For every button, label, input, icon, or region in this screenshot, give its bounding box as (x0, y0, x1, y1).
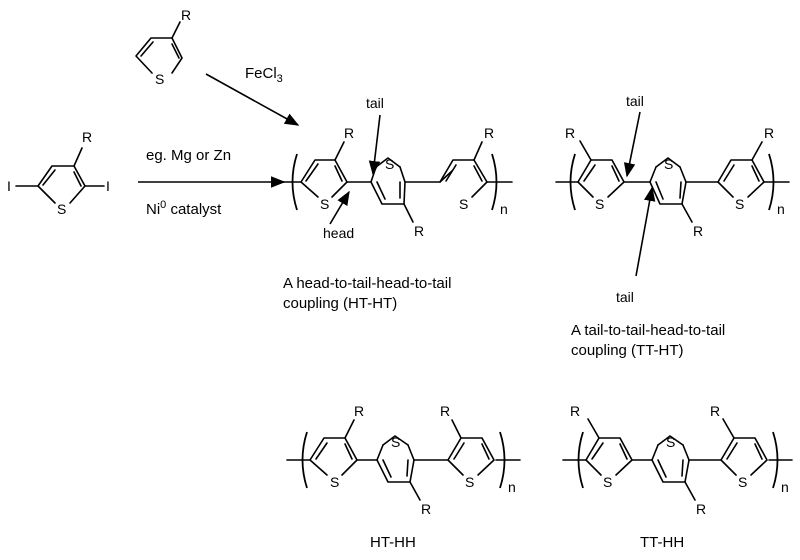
atom-s: S (603, 474, 612, 490)
atom-s: S (595, 196, 604, 212)
reagent-mg-zn: eg. Mg or Zn (146, 147, 231, 164)
atom-r: R (696, 501, 706, 517)
atom-s: S (666, 434, 675, 450)
atom-s: S (465, 474, 474, 490)
caption-tt-ht-line1: A tail-to-tail-head-to-tail (571, 322, 725, 339)
polymer-ht-hh: R S S R S R n (286, 403, 521, 517)
atom-s: S (664, 156, 673, 172)
atom-r: R (440, 403, 450, 419)
reagent-ni-catalyst: Ni0 catalyst (146, 199, 222, 218)
caption-tt-hh: TT-HH (640, 534, 684, 551)
atom-r: R (82, 129, 92, 145)
repeat-n: n (500, 201, 508, 217)
caption-ht-ht-line2: coupling (HT-HT) (283, 295, 397, 312)
atom-r: R (710, 403, 720, 419)
atom-i-left: I (7, 178, 11, 194)
monomer-diiodo-thiophene: R S I I (7, 129, 110, 217)
caption-tt-ht-line2: coupling (TT-HT) (571, 342, 684, 359)
atom-r: R (570, 403, 580, 419)
annotation-tail: tail (626, 93, 644, 109)
atom-r: R (344, 125, 354, 141)
polymer-ht-ht: R S S R S R n tail head (277, 95, 513, 241)
monomer-3-substituted-thiophene: R S (135, 7, 191, 87)
repeat-n: n (777, 201, 785, 217)
annotation-tail: tail (366, 95, 384, 111)
polymer-tt-hh: R S S R S R n (562, 403, 793, 517)
atom-s: S (385, 156, 394, 172)
atom-r: R (764, 125, 774, 141)
caption-ht-ht-line1: A head-to-tail-head-to-tail (283, 275, 451, 292)
atom-r: R (354, 403, 364, 419)
atom-s: S (459, 196, 468, 212)
polymer-tt-ht: R S S R S R n tail tail (555, 93, 790, 305)
atom-s: S (330, 474, 339, 490)
atom-r: R (414, 223, 424, 239)
atom-r: R (565, 125, 575, 141)
reagent-fecl3: FeCl3 (245, 65, 283, 85)
atom-r: R (484, 125, 494, 141)
atom-s: S (738, 474, 747, 490)
atom-i-right: I (106, 178, 110, 194)
repeat-n: n (508, 479, 516, 495)
reaction-arrows (138, 73, 300, 188)
atom-s: S (155, 71, 164, 87)
repeat-n: n (781, 479, 789, 495)
annotation-tail: tail (616, 289, 634, 305)
atom-r: R (693, 223, 703, 239)
atom-s: S (57, 201, 66, 217)
atom-s: S (735, 196, 744, 212)
atom-r: R (181, 7, 191, 23)
atom-r: R (421, 501, 431, 517)
caption-ht-hh: HT-HH (370, 534, 416, 551)
annotation-head: head (323, 225, 354, 241)
atom-s: S (391, 434, 400, 450)
atom-s: S (320, 196, 329, 212)
